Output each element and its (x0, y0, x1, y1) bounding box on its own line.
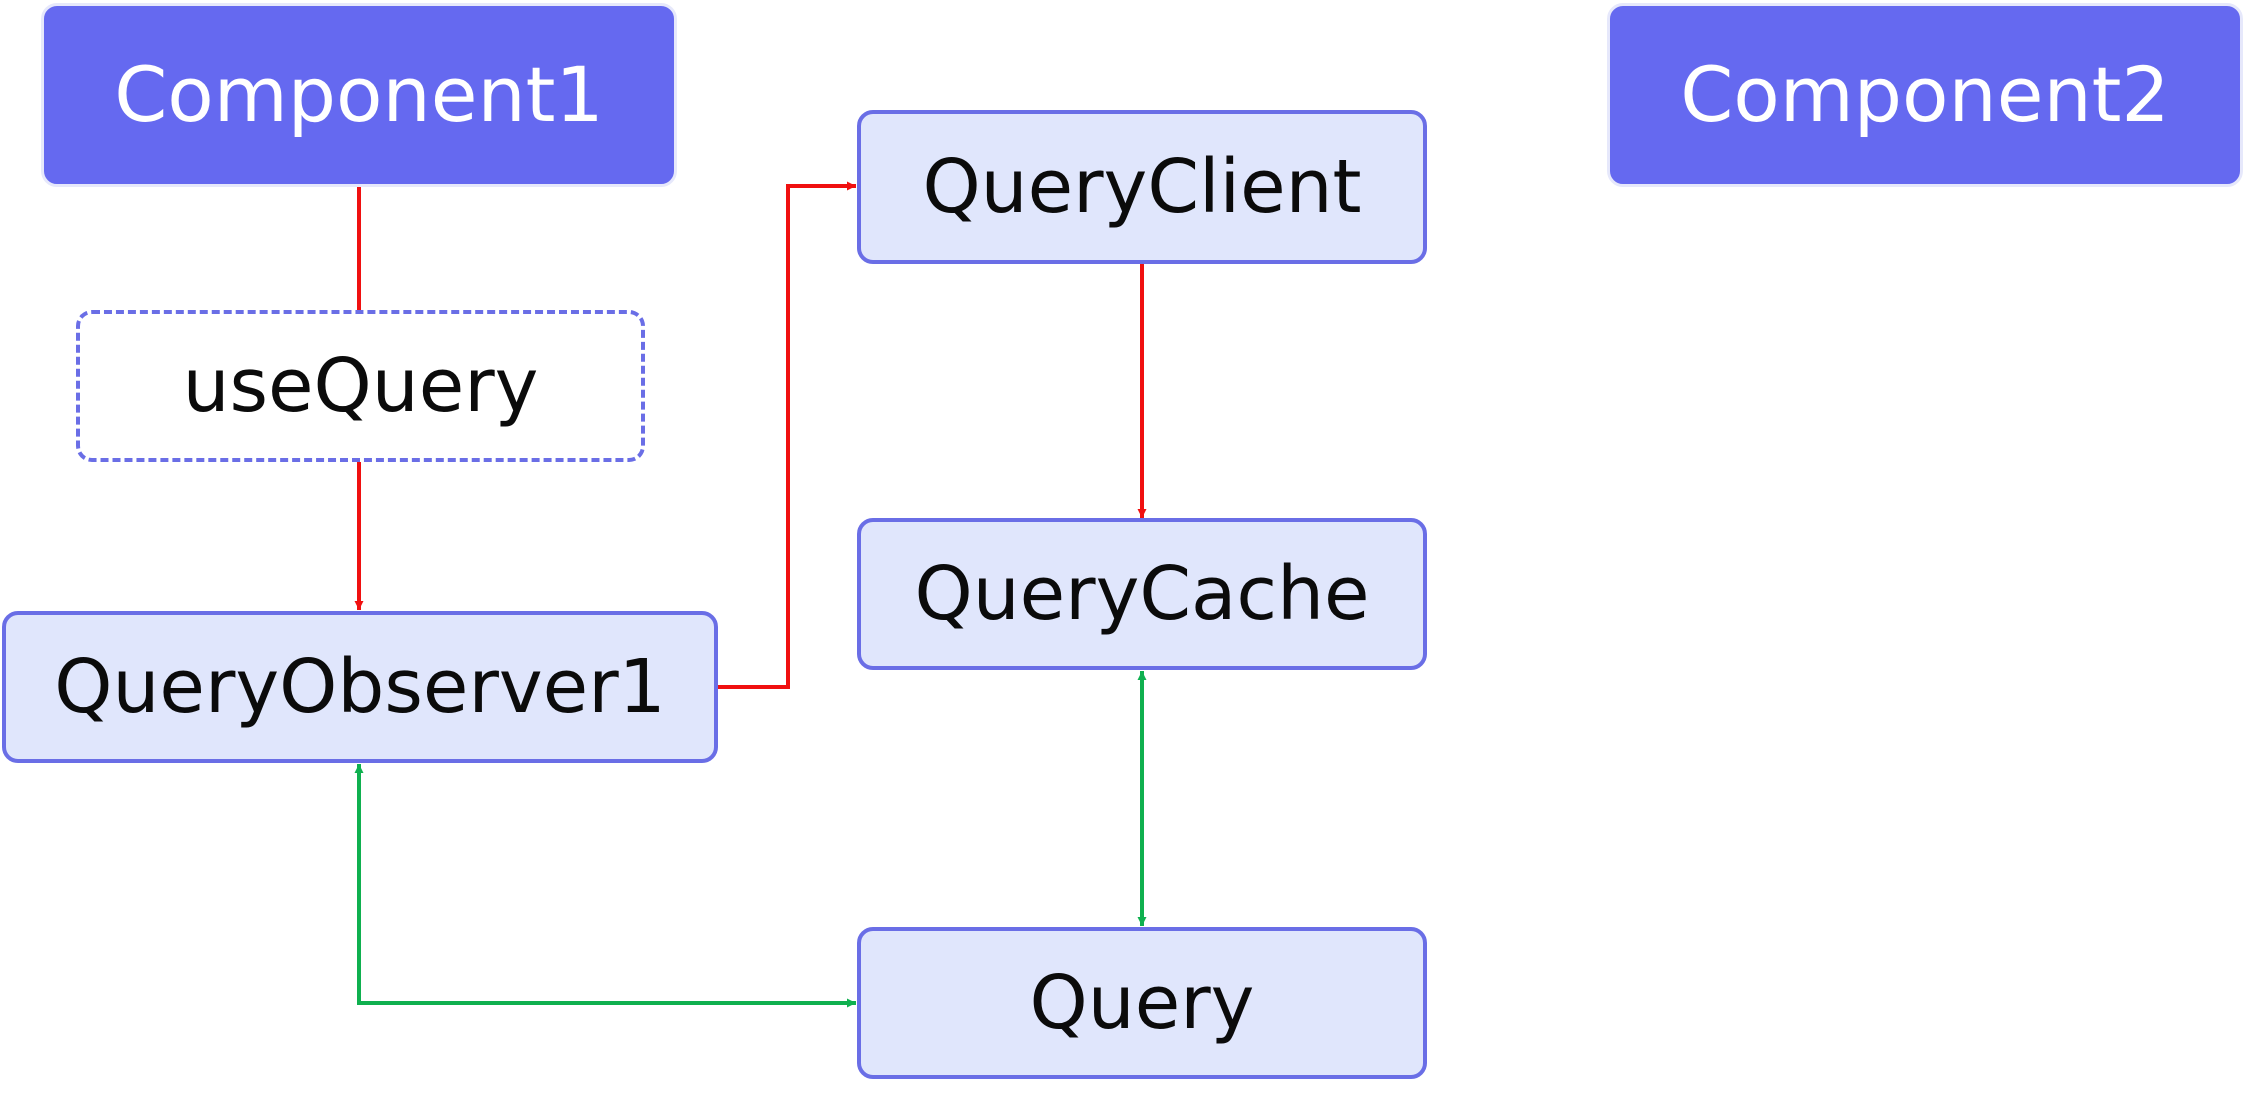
query-client-node: QueryClient (857, 110, 1427, 264)
query-label: Query (1029, 960, 1255, 1046)
query-cache-label: QueryCache (914, 551, 1370, 637)
component1-node: Component1 (41, 3, 677, 187)
component2-label: Component2 (1680, 50, 2170, 139)
edge-queryobserver1-queryclient (718, 181, 856, 689)
component2-node: Component2 (1607, 3, 2243, 187)
component1-label: Component1 (114, 50, 604, 139)
query-client-label: QueryClient (922, 144, 1362, 230)
use-query-label: useQuery (182, 343, 539, 429)
edge-queryobserver1-query (354, 764, 856, 1008)
query-cache-node: QueryCache (857, 518, 1427, 670)
query-observer1-node: QueryObserver1 (2, 611, 718, 763)
query-observer1-label: QueryObserver1 (54, 644, 666, 730)
use-query-node: useQuery (76, 310, 645, 462)
query-node: Query (857, 927, 1427, 1079)
